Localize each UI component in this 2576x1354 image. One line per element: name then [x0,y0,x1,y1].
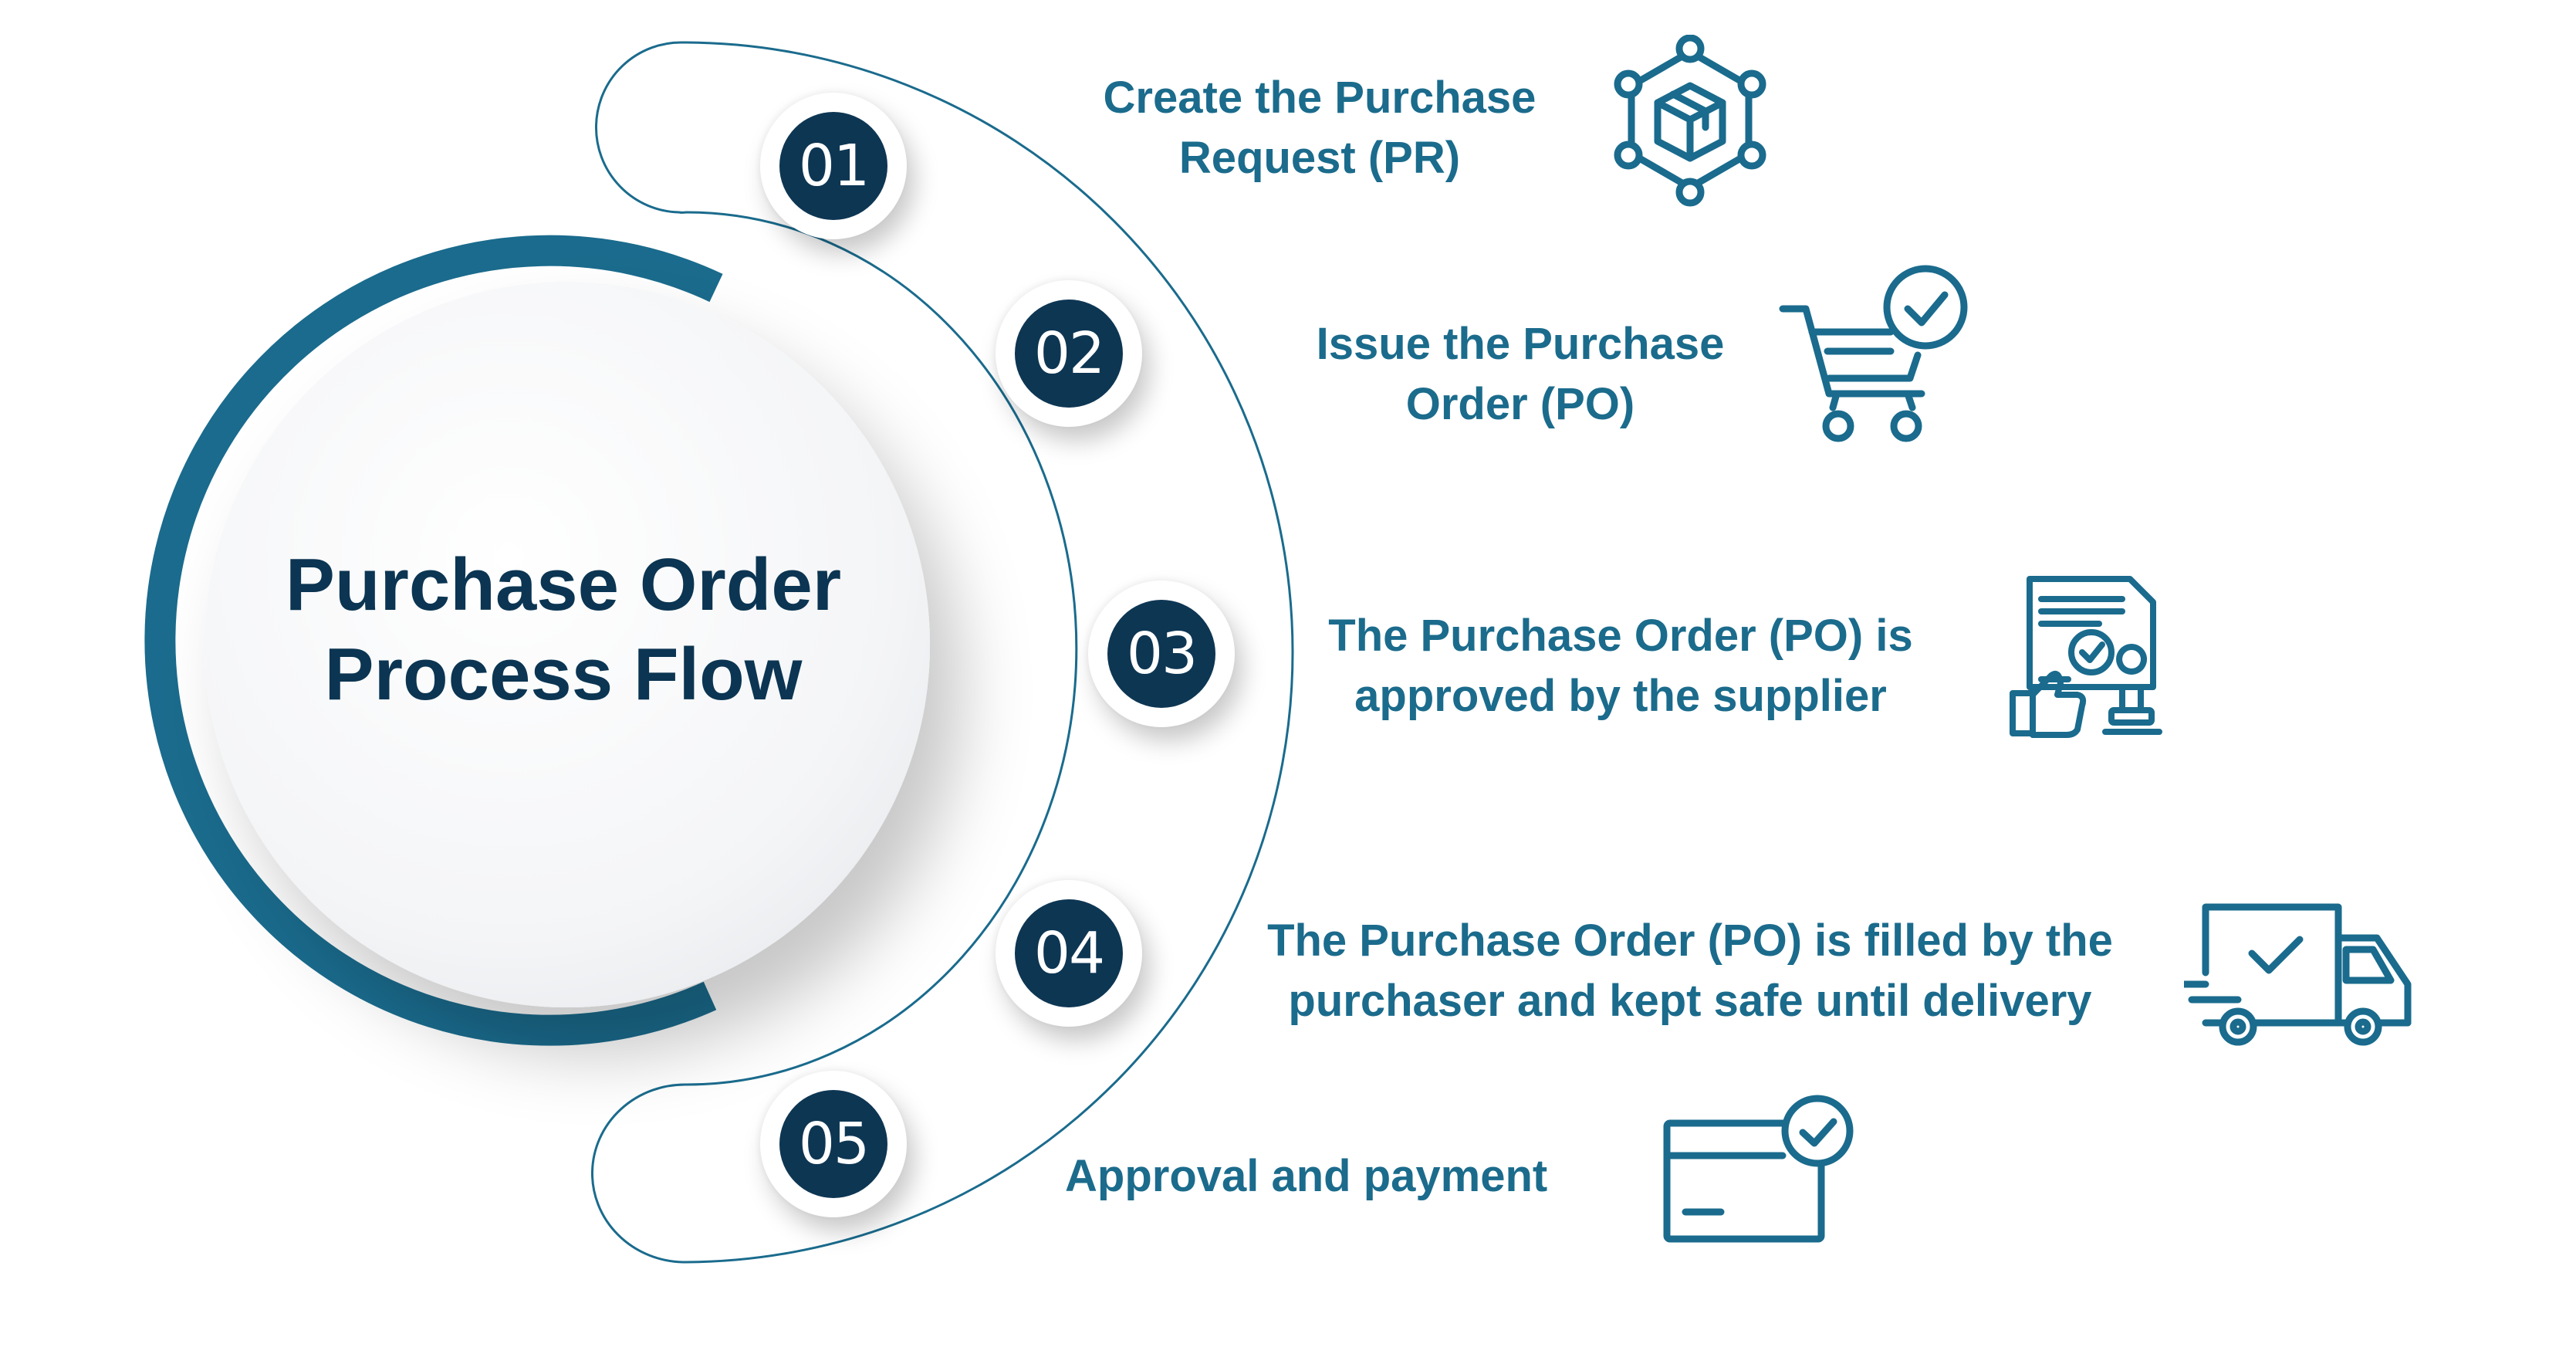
step-5-line-1: Approval and payment [1065,1151,1548,1201]
step-text-3: The Purchase Order (PO) is approved by t… [1273,606,1968,726]
shopping-cart-check-icon [1779,265,1968,442]
step-badge-5: 05 [760,1071,907,1217]
package-network-icon [1614,35,1766,207]
step-text-2: Issue the Purchase Order (PO) [1250,314,1790,435]
inner-arc-line [686,211,1078,1086]
step-4-line-2: purchaser and kept safe until delivery [1288,976,2092,1026]
step-text-1: Create the Purchase Request (PR) [1026,68,1613,188]
step-badge-3: 03 [1088,581,1235,727]
document-approval-icon [2010,576,2162,738]
step-text-5: Approval and payment [1065,1146,1644,1207]
step-1-line-2: Request (PR) [1178,133,1461,183]
step-number-1: 01 [779,112,887,220]
bottom-loop-line [591,1083,688,1264]
title-line-2: Process Flow [324,633,803,716]
step-3-line-2: approved by the supplier [1354,671,1887,721]
step-badge-1: 01 [760,93,907,239]
step-number-5: 05 [779,1090,887,1198]
delivery-truck-icon [2184,903,2412,1046]
center-disc [205,282,930,1007]
step-number-3: 03 [1107,600,1215,708]
step-number-2: 02 [1015,300,1123,408]
outer-arc-line [682,41,1294,1264]
step-1-line-1: Create the Purchase [1103,73,1536,123]
step-badge-4: 04 [996,880,1142,1027]
step-2-line-1: Issue the Purchase [1316,319,1725,369]
step-4-line-1: The Purchase Order (PO) is filled by the [1267,916,2113,966]
step-text-4: The Purchase Order (PO) is filled by the… [1219,911,2161,1031]
step-3-line-1: The Purchase Order (PO) is [1328,611,1913,661]
diagram-title: Purchase Order Process Flow [177,540,949,719]
title-line-1: Purchase Order [285,543,842,626]
accent-ring [144,235,723,1046]
step-2-line-2: Order (PO) [1405,379,1635,429]
step-badge-2: 02 [996,280,1142,427]
top-loop-line [595,41,688,214]
step-number-4: 04 [1015,899,1123,1007]
payment-card-check-icon [1663,1095,1854,1243]
